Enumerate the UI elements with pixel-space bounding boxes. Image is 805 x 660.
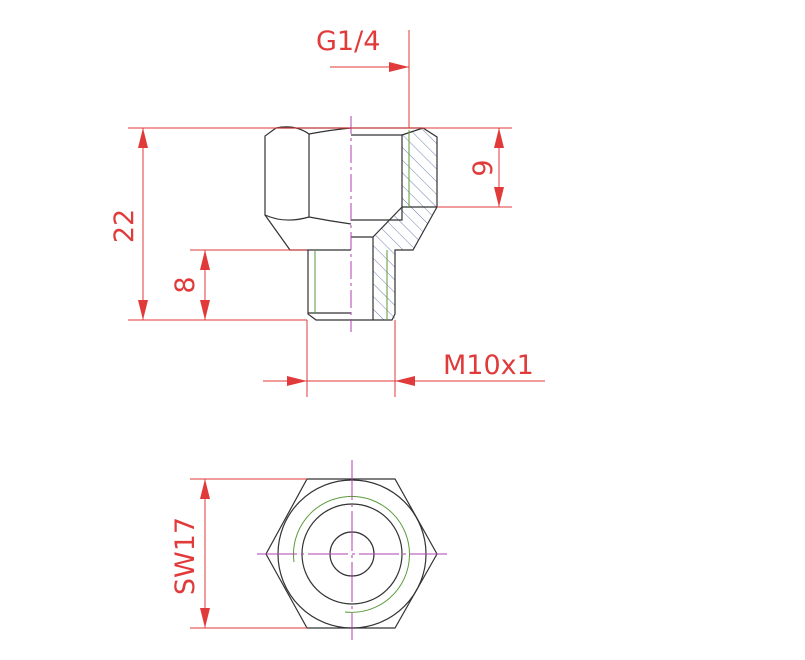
dimensions-end: SW17 <box>170 478 307 629</box>
dimensions-side: 22 8 9 G1/4 M10x1 <box>109 26 545 397</box>
section-hatch <box>373 128 437 320</box>
thread-lines <box>314 130 410 320</box>
dim-top-thread: G1/4 <box>316 26 380 57</box>
centerlines <box>257 460 447 640</box>
end-view <box>257 460 447 640</box>
dim-shank-length: 8 <box>170 276 201 293</box>
dim-bottom-thread: M10x1 <box>443 350 534 381</box>
dim-wrench-size: SW17 <box>170 517 201 595</box>
dim-overall-height: 22 <box>109 209 140 243</box>
dim-thread-depth: 9 <box>468 159 499 176</box>
thread-arc <box>293 495 410 613</box>
side-view <box>264 116 438 332</box>
